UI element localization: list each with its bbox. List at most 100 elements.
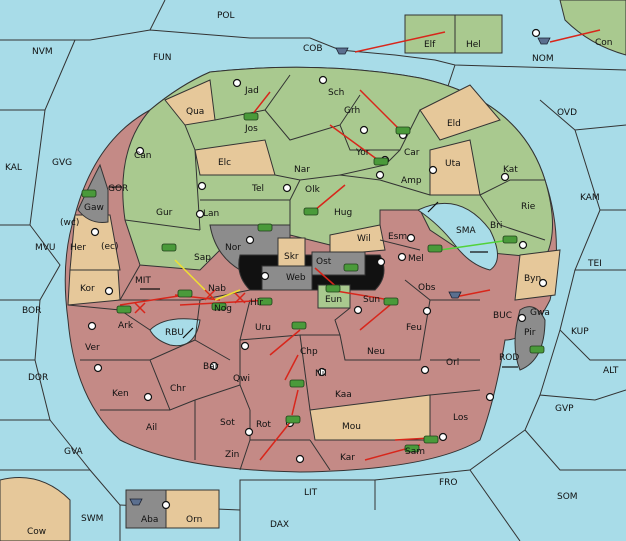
label-elc: Elc	[218, 158, 231, 168]
label-nab: Nab	[208, 284, 226, 294]
label-web: Web	[286, 273, 306, 283]
support-line-yellow-2	[214, 289, 241, 301]
label-gaw: Gaw	[84, 203, 104, 213]
label-rod: ROD	[499, 353, 519, 363]
label-gvp: GVP	[555, 404, 574, 414]
army-units	[81, 112, 545, 453]
label-mit: MIT	[135, 276, 151, 286]
territory-labels: POL NVM FUN COB NOM KAL GVG OVD KAM TEI …	[5, 11, 619, 537]
label-wc-1: (wc)	[60, 218, 79, 228]
label-pir: Pir	[524, 328, 536, 338]
label-nor: Nor	[225, 243, 241, 253]
sea-rbu[interactable]	[149, 318, 201, 347]
label-gur: Gur	[156, 208, 173, 218]
label-sun: Sun	[363, 295, 380, 305]
label-esm: Esm	[388, 232, 407, 242]
label-eun: Eun	[325, 295, 342, 305]
label-lit: LIT	[304, 488, 318, 498]
label-dax: DAX	[270, 520, 289, 530]
label-lan: Lan	[203, 209, 219, 219]
territory-orn[interactable]	[165, 489, 220, 529]
connection-arrows	[109, 186, 518, 368]
label-nil: Nil	[315, 369, 327, 379]
label-sap: Sap	[194, 253, 211, 263]
label-ken: Ken	[112, 389, 129, 399]
label-dor: DOR	[28, 373, 48, 383]
label-olk: Olk	[305, 185, 321, 195]
label-aba: Aba	[141, 515, 158, 525]
label-nvm: NVM	[32, 47, 53, 57]
label-hir: Hir	[250, 298, 263, 308]
territory-wil[interactable]	[329, 224, 386, 256]
label-alt: ALT	[603, 366, 619, 376]
label-wil: Wil	[357, 234, 371, 244]
label-chr: Chr	[170, 384, 186, 394]
label-hug: Hug	[334, 208, 352, 218]
label-nog: Nog	[214, 304, 232, 314]
label-uru: Uru	[255, 323, 271, 333]
label-feu: Feu	[406, 323, 422, 333]
label-obs: Obs	[418, 283, 436, 293]
label-sam: Sam	[405, 447, 425, 457]
label-fun: FUN	[153, 53, 172, 63]
label-can: Can	[134, 151, 152, 161]
label-jad: Jad	[244, 86, 259, 96]
label-buc: BUC	[493, 311, 512, 321]
label-gvg: GVG	[52, 158, 72, 168]
label-cow: Cow	[27, 527, 46, 537]
label-ec-1: (ec)	[101, 242, 119, 252]
label-neu: Neu	[367, 347, 385, 357]
label-jos: Jos	[244, 124, 258, 134]
label-car: Car	[404, 148, 420, 158]
label-her: Her	[70, 243, 86, 253]
label-skr: Skr	[284, 252, 299, 262]
label-rot: Rot	[256, 420, 271, 430]
label-ver: Ver	[85, 343, 100, 353]
label-bri: Bri	[490, 221, 502, 231]
label-los: Los	[453, 413, 468, 423]
label-gwa: Gwa	[530, 308, 550, 318]
label-kor: Kor	[80, 284, 95, 294]
label-hel: Hel	[466, 40, 481, 50]
label-sma: SMA	[456, 226, 476, 236]
label-nom: NOM	[532, 54, 554, 64]
territory-eld[interactable]	[419, 84, 501, 141]
order-arrows	[119, 29, 601, 461]
label-bor: BOR	[22, 306, 41, 316]
label-eld: Eld	[447, 119, 461, 129]
label-cob: COB	[303, 44, 323, 54]
label-yor: Yor	[355, 148, 370, 158]
label-bar: Bar	[203, 362, 219, 372]
support-line-green	[439, 239, 511, 251]
label-tei: TEI	[587, 259, 602, 269]
territory-cow[interactable]	[0, 477, 71, 541]
label-zin: Zin	[225, 450, 239, 460]
label-kup: KUP	[571, 327, 589, 337]
label-mou: Mou	[342, 422, 361, 432]
territory-byn[interactable]	[514, 249, 561, 301]
label-byn: Byn	[524, 274, 541, 284]
label-chp: Chp	[300, 347, 318, 357]
label-swm: SWM	[81, 514, 103, 524]
label-gor: GOR	[108, 184, 128, 194]
label-qua: Qua	[186, 107, 204, 117]
label-ovd: OVD	[557, 108, 577, 118]
label-som: SOM	[557, 492, 578, 502]
territory-aba[interactable]	[125, 489, 167, 529]
label-con: Con	[595, 38, 613, 48]
label-mel: Mel	[408, 254, 424, 264]
sea-sma[interactable]	[416, 202, 498, 271]
label-rie: Rie	[521, 202, 536, 212]
label-sch: Sch	[328, 88, 344, 98]
territory-web[interactable]	[261, 265, 313, 291]
label-elf: Elf	[424, 40, 436, 50]
label-kar: Kar	[340, 453, 355, 463]
label-grh: Grh	[344, 106, 360, 116]
label-kaa: Kaa	[335, 390, 352, 400]
label-kam: KAM	[580, 193, 600, 203]
territory-hel[interactable]	[454, 14, 503, 54]
territory-elf[interactable]	[404, 14, 456, 54]
label-rbu: RBU	[165, 328, 184, 338]
